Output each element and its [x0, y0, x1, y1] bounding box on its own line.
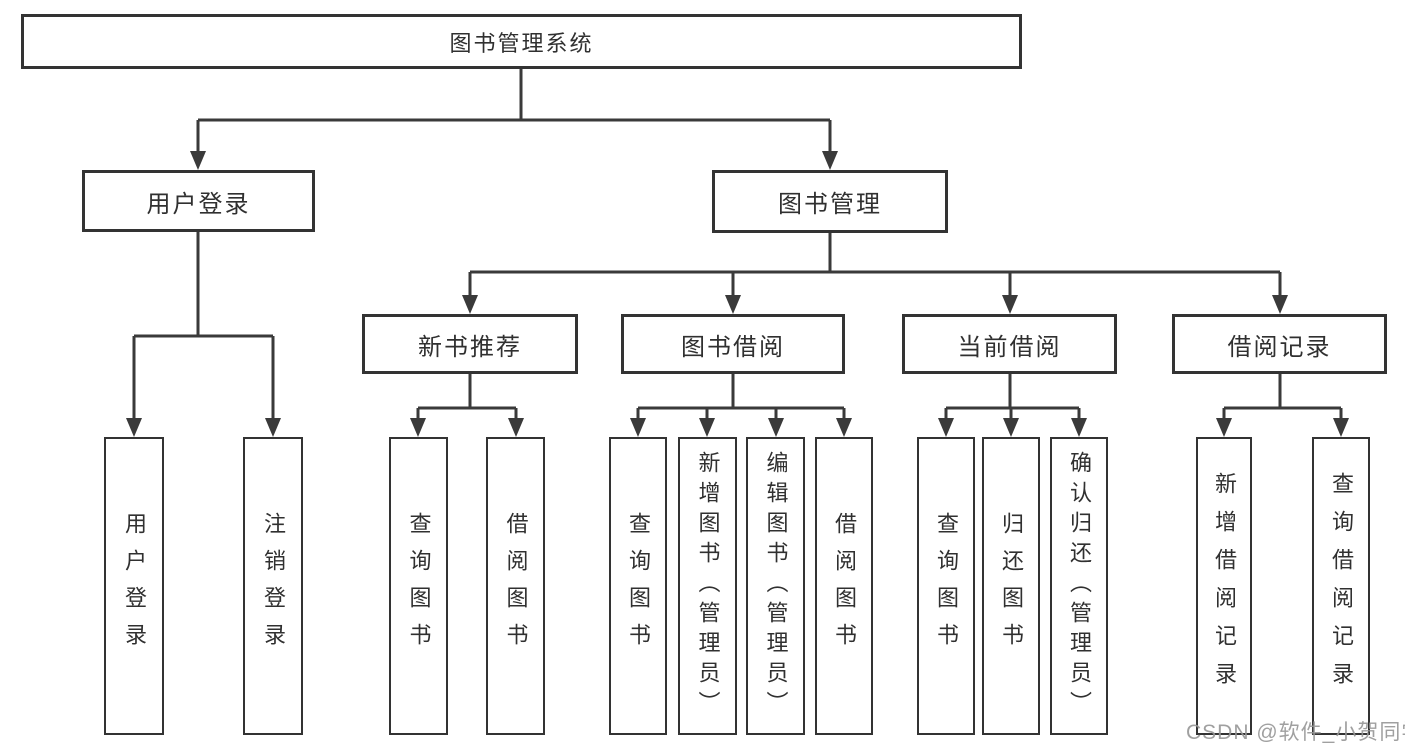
leaf-label: 用户登录: [122, 512, 147, 660]
node-book-borrowing: 图书借阅: [621, 314, 845, 374]
arrow-down-icon: [1333, 418, 1349, 437]
arrow-down-icon: [1003, 418, 1019, 437]
node-label: 新书推荐: [418, 333, 522, 361]
node-label: 用户登录: [146, 190, 251, 218]
csdn-watermark: CSDN @软件_小贺同学: [1186, 721, 1405, 744]
arrow-down-icon: [1272, 295, 1288, 314]
leaf-label: 新增借阅记录: [1212, 472, 1237, 700]
node-borrowing-records: 借阅记录: [1172, 314, 1387, 374]
leaf-query-books-borrow: 查询图书: [609, 437, 667, 735]
arrow-down-icon: [938, 418, 954, 437]
node-label: 图书管理系统: [449, 30, 594, 56]
arrow-down-icon: [410, 418, 426, 437]
connector-records-to-leaves: [1222, 374, 1343, 420]
leaf-label: 查询图书: [406, 512, 432, 660]
arrow-down-icon: [190, 151, 206, 170]
leaf-query-borrow-record: 查询借阅记录: [1312, 437, 1370, 735]
leaf-confirm-return-admin: 确认归还（管理员）: [1050, 437, 1108, 735]
arrow-down-icon: [1071, 418, 1087, 437]
connector-userlogin-to-leaves: [132, 232, 275, 420]
connector-root-to-level2: [196, 69, 832, 153]
leaf-label: 注销登录: [261, 512, 286, 660]
connector-borrow-to-leaves: [636, 374, 846, 420]
leaf-label: 新增图书（管理员）: [695, 451, 721, 721]
leaf-label: 归还图书: [999, 512, 1024, 660]
node-book-management-system: 图书管理系统: [21, 14, 1022, 69]
node-book-management: 图书管理: [712, 170, 948, 233]
arrow-down-icon: [126, 418, 142, 437]
arrowheads: [126, 151, 1349, 437]
leaf-logout: 注销登录: [243, 437, 303, 735]
leaf-label: 查询图书: [934, 512, 959, 660]
arrow-down-icon: [699, 418, 715, 437]
leaf-query-books-recommend: 查询图书: [389, 437, 448, 735]
leaf-label: 借阅图书: [832, 512, 857, 660]
node-current-borrowing: 当前借阅: [902, 314, 1117, 374]
node-label: 借阅记录: [1227, 333, 1332, 361]
node-user-login: 用户登录: [82, 170, 315, 232]
arrow-down-icon: [265, 418, 281, 437]
leaf-edit-books-admin: 编辑图书（管理员）: [746, 437, 805, 735]
leaf-user-login: 用户登录: [104, 437, 164, 735]
leaf-label: 确认归还（管理员）: [1067, 451, 1092, 721]
connector-bookmgmt-to-level3: [468, 233, 1282, 297]
leaf-borrow-books: 借阅图书: [815, 437, 873, 735]
node-new-book-recommendation: 新书推荐: [362, 314, 578, 374]
arrow-down-icon: [462, 295, 478, 314]
connector-newrec-to-leaves: [416, 374, 518, 420]
connector-current-to-leaves: [944, 374, 1081, 420]
arrow-down-icon: [1216, 418, 1232, 437]
leaf-label: 编辑图书（管理员）: [763, 451, 789, 721]
leaf-query-books-current: 查询图书: [917, 437, 975, 735]
leaf-label: 查询图书: [626, 512, 651, 660]
arrow-down-icon: [725, 295, 741, 314]
arrow-down-icon: [1002, 295, 1018, 314]
arrow-down-icon: [822, 151, 838, 170]
arrow-down-icon: [768, 418, 784, 437]
node-label: 当前借阅: [957, 333, 1062, 361]
leaf-label: 借阅图书: [503, 512, 529, 660]
arrow-down-icon: [508, 418, 524, 437]
node-label: 图书借阅: [681, 333, 785, 361]
leaf-label: 查询借阅记录: [1329, 472, 1354, 700]
leaf-borrow-books-recommend: 借阅图书: [486, 437, 545, 735]
leaf-add-books-admin: 新增图书（管理员）: [678, 437, 737, 735]
arrow-down-icon: [836, 418, 852, 437]
leaf-add-borrow-record: 新增借阅记录: [1196, 437, 1252, 735]
arrow-down-icon: [630, 418, 646, 437]
node-label: 图书管理: [778, 191, 882, 218]
leaf-return-books: 归还图书: [982, 437, 1040, 735]
